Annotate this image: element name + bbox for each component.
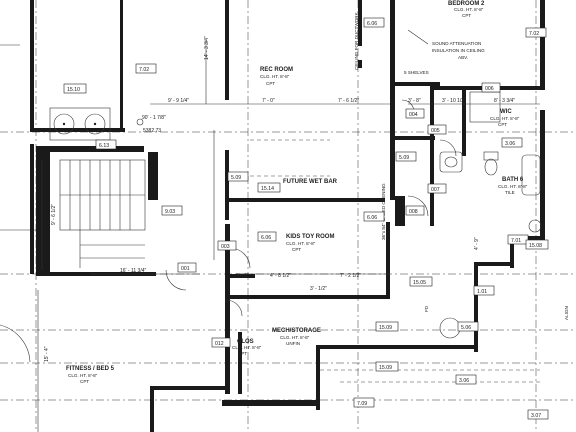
wic-name: WIC (500, 109, 512, 115)
dim-2: 7' - 0" (262, 98, 275, 104)
dim-12: 2' - 0" (236, 273, 249, 279)
wic-floor: CPT (498, 122, 507, 127)
sound-note-line-3: ABV. (458, 55, 468, 60)
stair (59, 159, 146, 268)
dim-5: 3' - 10 1/2" (442, 98, 466, 104)
dim-8: 16' - 11 3/4" (120, 268, 146, 274)
mech-storage-floor: UNFIN (286, 341, 300, 346)
tag-15-09-b: 15.09 (379, 365, 392, 371)
fitness-bed5-clg: CLG. HT. 8'-8" (68, 373, 98, 378)
dim-14: 90' - 1 7/8" (142, 115, 166, 121)
kids-toy-room-clg: CLG. HT. 8'-8" (286, 241, 316, 246)
align-note: ALIGN (564, 306, 569, 320)
dim-15: 3' - 1/2" (310, 286, 327, 292)
tag-15-05: 15.05 (413, 280, 426, 286)
tag-6-13: 6.13 (99, 143, 109, 149)
water-heaters (49, 107, 111, 141)
cased-opening-note: 36"x 84" CASED OPENING (381, 183, 386, 240)
tag-005: 005 (431, 128, 440, 134)
tag-6-06-b: 6.06 (367, 215, 377, 221)
bedroom2-floor: CPT (462, 13, 471, 18)
dim-7: 14' - 3 3/4" (204, 36, 210, 60)
dim-1: 9' - 9 1/4" (168, 98, 189, 104)
tag-7-01: 7.01 (511, 238, 521, 244)
tag-15-08: 15.08 (529, 243, 542, 249)
tag-5-09-b: 5.09 (399, 155, 409, 161)
tag-6-06-c: 6.06 (261, 235, 271, 241)
tag-9-03: 9.03 (165, 209, 175, 215)
mech-storage-name: MECH/STORAGE (272, 328, 321, 334)
tag-7-02-a: 7.02 (139, 67, 149, 73)
tag-15-14: 15.14 (261, 186, 274, 192)
shelves-note: 5 SHELVES (404, 70, 429, 75)
bath6-clg: CLG. HT. 8'-8" (498, 184, 528, 189)
fitness-bed5-name: FITNESS / BED 5 (66, 366, 115, 372)
keyed-tags: 7.02 6.06 7.02 15.10 6.13 15.14 5.09 5.0… (63, 17, 549, 420)
tag-012: 012 (215, 341, 224, 347)
bath6-floor: TILE (505, 190, 515, 195)
dim-11: 7' - 2 1/2" (340, 273, 361, 279)
dim-16: 4' - 9" (474, 237, 480, 250)
dim-6: 8' - 3 3/4" (494, 98, 515, 104)
tag-1-01: 1.01 (477, 289, 487, 295)
mech-storage-clg: CLG. HT. 8'-8" (280, 335, 310, 340)
tag-3-07: 3.07 (531, 413, 541, 419)
bedroom2-name: BEDROOM 2 (448, 1, 485, 7)
dimension-lines (37, 40, 540, 432)
wic-clg: CLG. HT. 8'-8" (490, 116, 520, 121)
tag-007: 007 (431, 187, 440, 193)
dim-4: 3' - 8" (408, 98, 421, 104)
kids-toy-room-floor: CPT (292, 247, 301, 252)
rec-room-clg: CLG. HT. 8'-8" (260, 74, 290, 79)
bath6-name: BATH 6 (502, 177, 524, 183)
sound-note-line-1: SOUND ATTENUATION (432, 41, 481, 46)
fitness-bed5-floor: CPT (80, 379, 89, 384)
tag-3-06-b: 3.06 (459, 378, 469, 384)
kids-toy-room-name: KIDS TOY ROOM (286, 234, 334, 240)
rec-room-name: REC ROOM (260, 67, 293, 73)
ceiling-note: CEILING FOR DUCTWORK (354, 11, 359, 70)
notes: SOUND ATTENUATION INSULATION IN CEILING … (136, 11, 569, 320)
tag-15-10: 15.10 (67, 87, 80, 93)
tag-5-06: 5.06 (461, 325, 471, 331)
tag-15-09-a: 15.09 (379, 325, 392, 331)
bath-fixtures (439, 91, 542, 339)
tag-004: 004 (409, 112, 418, 118)
tag-5-09-a: 5.09 (231, 175, 241, 181)
tag-003: 003 (221, 244, 230, 250)
room-labels: BEDROOM 2 CLG. HT. 8'-8" CPT REC ROOM CL… (66, 1, 528, 384)
sound-note-line-2: INSULATION IN CEILING (432, 48, 485, 53)
dim-10: 4' - 8 1/2" (270, 273, 291, 279)
dim-3: 7' - 6 1/2" (338, 98, 359, 104)
dimension-texts: 9' - 9 1/4" 7' - 0" 7' - 6 1/2" 3' - 8" … (44, 36, 515, 362)
elevation-mark: 5382.73 (143, 128, 161, 134)
tag-001: 001 (181, 266, 190, 272)
tag-7-02-b: 7.02 (529, 31, 539, 37)
dim-9: 9' - 6 1/2" (51, 204, 57, 225)
tag-7-09: 7.09 (357, 401, 367, 407)
clos-clg: CLG. HT. 8'-8" (232, 345, 262, 350)
clos-name: CLOS (237, 339, 254, 345)
tag-6-06-a: 6.06 (367, 21, 377, 27)
tag-006: 006 (485, 86, 494, 92)
dim-13: 15' - 4" (44, 346, 50, 362)
bedroom2-clg: CLG. HT. 8'-8" (454, 7, 484, 12)
tag-3-06-a: 3.06 (505, 141, 515, 147)
floor-drain-note: FD (424, 305, 429, 312)
future-wet-bar-name: FUTURE WET BAR (283, 179, 338, 185)
rec-room-floor: CPT (266, 81, 275, 86)
tag-008: 008 (409, 209, 418, 215)
clos-floor: CPT (238, 351, 247, 356)
walls (30, 0, 545, 432)
